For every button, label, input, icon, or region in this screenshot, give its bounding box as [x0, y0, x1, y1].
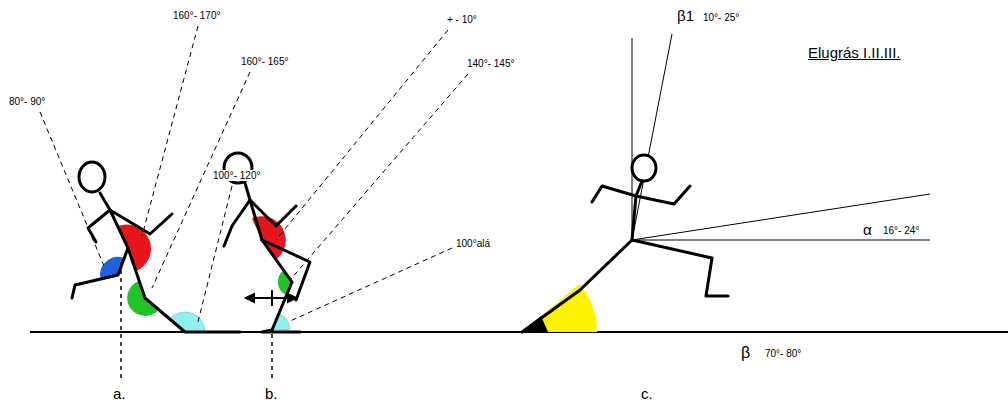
knee-angle-sector	[127, 281, 159, 316]
angle-value: 160°- 170°	[172, 10, 221, 21]
stick-figure-a	[72, 162, 240, 332]
figure-letter: a.	[112, 386, 127, 403]
angle-value: + - 10°	[446, 14, 478, 25]
stick-figure-c	[522, 155, 728, 332]
vertical-reference	[271, 334, 273, 380]
angle-symbol: β	[740, 344, 751, 362]
angle-symbol: α	[862, 222, 873, 239]
angle-value: 10°- 25°	[702, 12, 740, 23]
angle-value: 100°- 120°	[212, 170, 261, 181]
angle-value: 160°- 165°	[240, 56, 289, 67]
vertical-reference	[120, 262, 122, 380]
horizontal-arrow	[246, 290, 296, 306]
angle-value: 16°- 24°	[882, 225, 920, 236]
leader-line	[40, 26, 468, 322]
angle-reference-lines	[632, 34, 930, 240]
diagram-title: Elugrás I.II.III.	[808, 44, 901, 61]
angle-value: 80°- 90°	[8, 96, 46, 107]
angle-value: 100°alá	[455, 238, 491, 249]
figure-letter: c.	[640, 386, 654, 403]
ground-line	[30, 331, 1008, 333]
figure-letter: b.	[264, 386, 279, 403]
angle-symbol: β1	[676, 8, 695, 25]
angle-value: 140°- 145°	[466, 58, 515, 69]
angle-value: 70°- 80°	[764, 348, 802, 359]
